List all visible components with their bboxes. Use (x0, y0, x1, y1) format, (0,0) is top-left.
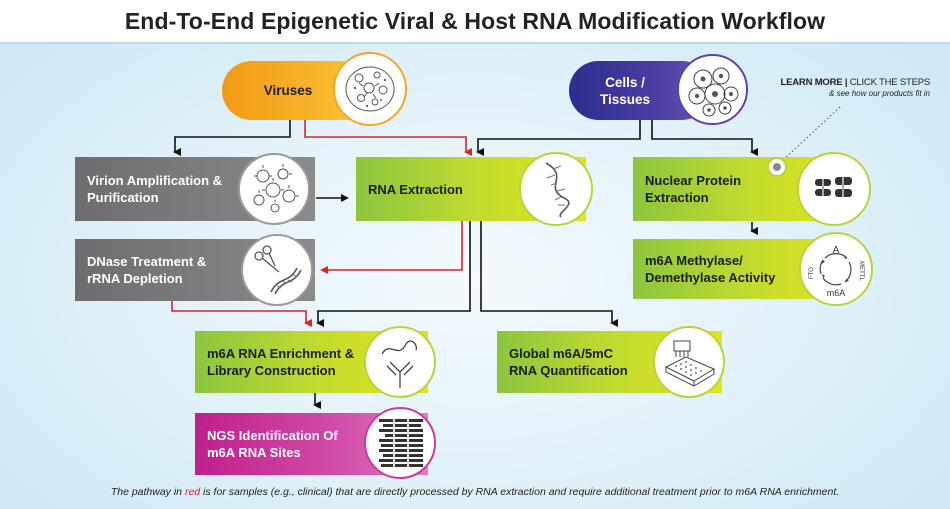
antibody-icon (364, 326, 436, 398)
learn-more-sub: & see how our products fit in (829, 89, 930, 98)
chromosomes-icon (797, 152, 871, 226)
learn-more-pointer (780, 106, 841, 163)
methylation-cycle-icon: A m6A FTO METTL (799, 232, 873, 306)
footnote: The pathway in red is for samples (e.g.,… (0, 486, 950, 498)
footnote-after: is for samples (e.g., clinical) that are… (200, 486, 840, 498)
connector-viruses-red (304, 120, 472, 156)
node-ngs-label: NGS Identification Of m6A RNA Sites (207, 428, 338, 460)
node-viruses-label: Viruses (263, 83, 313, 98)
connector-cells-nuclear (651, 120, 758, 156)
learn-more-marker[interactable] (767, 157, 787, 177)
node-dnase-label: DNase Treatment & rRNA Depletion (87, 254, 207, 286)
learn-more-rest: CLICK THE STEPS (849, 77, 930, 88)
node-virion-label: Virion Amplification & Purification (87, 173, 223, 205)
node-nuclear-label: Nuclear Protein Extraction (645, 173, 742, 205)
connector-rna-enrichment (316, 221, 471, 327)
footnote-red-word: red (184, 486, 201, 498)
sequence-reads-icon (364, 407, 436, 479)
learn-more-bold: LEARN MORE (780, 77, 843, 88)
cells-icon (677, 54, 748, 125)
connector-rna-dnase-red (320, 221, 463, 274)
microplate-pipette-icon (653, 326, 725, 398)
node-methylase-label: m6A Methylase/ Demethylase Activity (645, 253, 776, 285)
methylase-icon-right: METTL (858, 261, 864, 281)
methylase-icon-left: FTO (809, 267, 815, 279)
learn-more-note: LEARN MORE | CLICK THE STEPS & see how o… (780, 77, 931, 98)
title-bar: End-To-End Epigenetic Viral & Host RNA M… (0, 0, 950, 44)
rna-strand-icon (519, 152, 593, 226)
connector-rna-global (480, 221, 618, 327)
page-title: End-To-End Epigenetic Viral & Host RNA M… (124, 7, 826, 34)
connector-viruses-branch (173, 120, 291, 156)
node-enrichment-label: m6A RNA Enrichment & Library Constructio… (207, 346, 355, 378)
methylase-icon-bottom: m6A (827, 288, 846, 298)
virus-cluster-icon (238, 153, 310, 225)
node-cells-label: Cells / Tissues (599, 74, 651, 107)
virus-cell-icon (333, 52, 407, 126)
node-global-label: Global m6A/5mC RNA Quantification (509, 346, 628, 378)
footnote-before: The pathway in (110, 486, 185, 498)
connector-cells-rna (476, 120, 641, 156)
node-rna-label: RNA Extraction (368, 181, 463, 197)
scissors-dna-icon (241, 234, 313, 306)
methylase-icon-top: A (833, 245, 840, 256)
connector-dnase-enrichment-red (171, 300, 312, 327)
